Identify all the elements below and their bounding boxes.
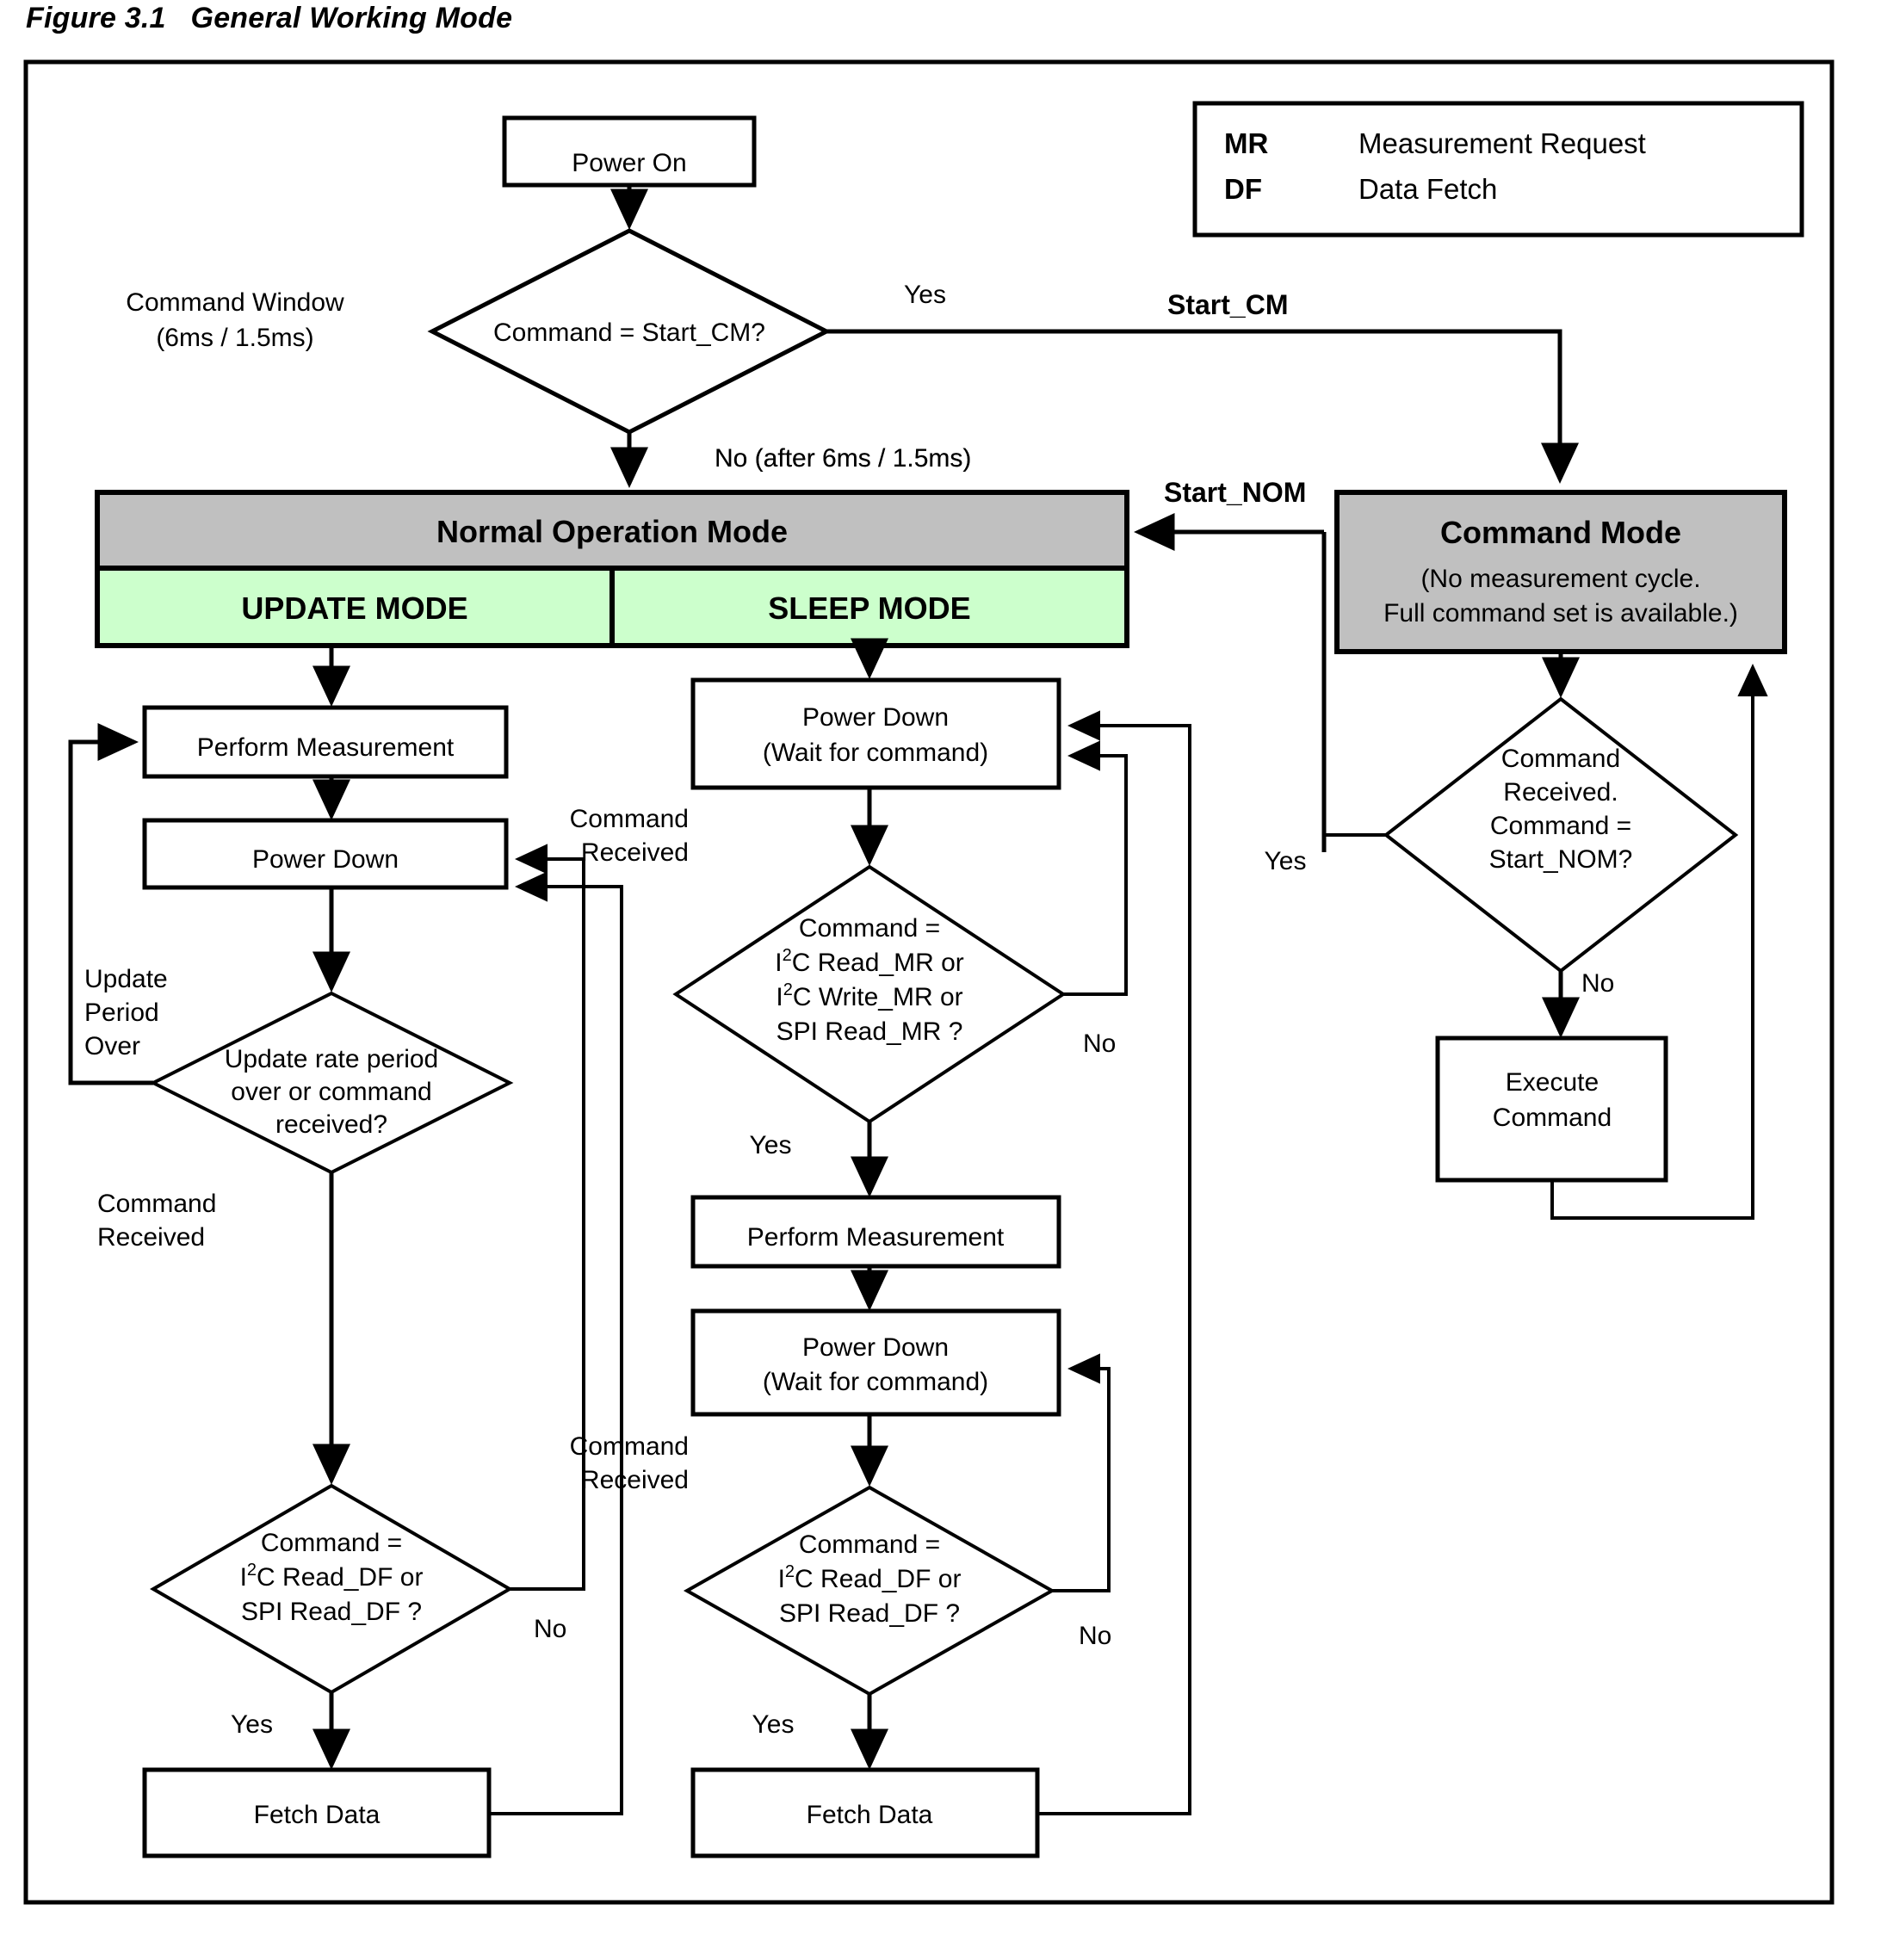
decision-update-read-df-line2: I2C Read_DF or	[240, 1561, 424, 1592]
edge-label-cm-decision-no: No	[1581, 969, 1614, 998]
node-update-power-down[interactable]	[142, 818, 509, 890]
node-sleep-power-down-1-line2: (Wait for command)	[763, 739, 988, 767]
edge-label-update-cmd-recv-1: Command	[97, 1190, 216, 1218]
node-execute-command[interactable]	[1435, 1036, 1668, 1183]
figure-border	[23, 59, 1835, 1905]
decision-start-nom-line1: Command	[1501, 745, 1620, 773]
edge-label-sleep-cmd-recv2-1: Command	[570, 1432, 689, 1461]
node-sleep-mode-label: SLEEP MODE	[768, 590, 970, 626]
decision-start-nom-line4: Start_NOM?	[1489, 845, 1633, 874]
node-update-mode[interactable]	[95, 566, 615, 648]
legend-abbr-df: DF	[1224, 173, 1262, 205]
node-update-fetch-data-label: Fetch Data	[254, 1801, 381, 1829]
node-execute-command-line1: Execute	[1506, 1068, 1599, 1097]
legend-abbr-mr: MR	[1224, 127, 1268, 159]
node-update-perform-measurement[interactable]	[142, 705, 509, 779]
edge-label-cm-decision-yes: Yes	[1265, 847, 1307, 875]
decision-sleep-read-df-line1: Command =	[799, 1530, 940, 1559]
edge-sleep-fetch-back-to-powerdown1	[1037, 710, 1191, 1815]
legend-meaning-mr: Measurement Request	[1358, 127, 1646, 159]
edge-label-update-cmd-recv-2: Received	[97, 1223, 205, 1252]
edge-label-start-nom-name: Start_NOM	[1164, 477, 1306, 508]
node-power-on[interactable]	[502, 115, 757, 188]
decision-start-cm-label: Command = Start_CM?	[493, 318, 765, 347]
edge-startcm-yes-to-command-mode	[826, 329, 1579, 484]
legend-meaning-df: Data Fetch	[1358, 173, 1497, 205]
decision-sleep-read-df-line3: SPI Read_DF ?	[779, 1599, 960, 1628]
figure-title: Figure 3.1 General Working Mode	[26, 2, 513, 34]
edge-label-sleep-df-no: No	[1079, 1622, 1111, 1650]
decision-update-read-df-line1: Command =	[261, 1529, 402, 1557]
decision-update-rate-line1: Update rate period	[225, 1045, 439, 1073]
node-sleep-mode[interactable]	[609, 566, 1129, 648]
edge-label-update-period-over-3: Over	[84, 1032, 140, 1060]
node-update-power-down-label: Power Down	[252, 845, 399, 874]
edge-label-sleep-df-yes: Yes	[752, 1710, 795, 1739]
node-sleep-power-down-2-line2: (Wait for command)	[763, 1368, 988, 1396]
edge-label-start-cm-name: Start_CM	[1167, 289, 1288, 320]
edge-label-update-period-over-2: Period	[84, 999, 159, 1027]
decision-update-rate-line2: over or command	[231, 1078, 431, 1106]
edge-update-period-over-loop	[68, 723, 153, 1085]
node-command-mode-note-line2: Full command set is available.)	[1383, 599, 1738, 628]
decision-update-rate-line3: received?	[275, 1110, 387, 1139]
edge-execute-back-to-command-mode	[1550, 664, 1768, 1220]
node-sleep-fetch-data[interactable]	[690, 1767, 1040, 1858]
legend-box	[1192, 101, 1804, 238]
edge-label-sleep-cmd-recv-1: Command	[570, 805, 689, 833]
decision-sleep-read-mr-line4: SPI Read_MR ?	[777, 1017, 963, 1046]
decision-start-nom-line2: Received.	[1503, 778, 1618, 807]
decision-sleep-read-mr-line2: I2C Read_MR or	[775, 946, 964, 977]
node-command-mode[interactable]	[1334, 490, 1787, 654]
node-command-mode-title: Command Mode	[1440, 515, 1681, 550]
edge-label-start-cm-no-text: No (after 6ms / 1.5ms)	[715, 444, 971, 473]
node-normal-operation-mode-label: Normal Operation Mode	[436, 514, 788, 549]
decision-update-read-df-line3: SPI Read_DF ?	[241, 1598, 422, 1626]
node-sleep-perform-measurement[interactable]	[690, 1195, 1061, 1269]
node-sleep-power-down-1-line1: Power Down	[802, 703, 949, 732]
edge-label-update-df-yes: Yes	[231, 1710, 273, 1739]
edge-label-sleep-mr-yes: Yes	[750, 1131, 792, 1159]
decision-sleep-read-df-line2: I2C Read_DF or	[778, 1562, 962, 1593]
edge-sleep-mr-no-loop	[1063, 740, 1128, 996]
node-sleep-perform-measurement-label: Perform Measurement	[747, 1223, 1005, 1252]
node-update-perform-measurement-label: Perform Measurement	[197, 733, 455, 762]
edge-label-sleep-mr-no: No	[1083, 1029, 1116, 1058]
edge-label-sleep-cmd-recv2-2: Received	[581, 1466, 689, 1494]
edge-label-update-period-over-1: Update	[84, 965, 168, 993]
node-power-on-label: Power On	[572, 149, 686, 177]
node-sleep-fetch-data-label: Fetch Data	[807, 1801, 933, 1829]
node-execute-command-line2: Command	[1493, 1104, 1612, 1132]
edge-label-start-cm-no: No (after 6ms / 1.5ms)	[715, 444, 971, 473]
decision-sleep-read-mr-line3: I2C Write_MR or	[776, 980, 962, 1011]
edge-sleep-df-no-loop	[1052, 1353, 1111, 1592]
edge-label-sleep-cmd-recv-2: Received	[581, 838, 689, 867]
node-sleep-power-down-2-line1: Power Down	[802, 1333, 949, 1362]
edge-update-fetch-back-to-powerdown	[489, 871, 623, 1815]
edge-update-df-no-loop	[510, 844, 585, 1591]
node-command-mode-note-line1: (No measurement cycle.	[1420, 565, 1700, 593]
decision-start-nom-line3: Command =	[1490, 812, 1631, 840]
edge-label-update-df-no: No	[534, 1615, 566, 1643]
decision-sleep-read-mr-line1: Command =	[799, 914, 940, 943]
node-sleep-power-down-2[interactable]	[690, 1308, 1061, 1417]
label-command-window-line2: (6ms / 1.5ms)	[156, 324, 313, 352]
edge-label-start-cm-yes: Yes	[904, 281, 946, 309]
node-update-mode-label: UPDATE MODE	[241, 590, 467, 626]
node-update-fetch-data[interactable]	[142, 1767, 492, 1858]
node-sleep-power-down-1[interactable]	[690, 677, 1061, 790]
label-command-window-line1: Command Window	[126, 288, 344, 317]
